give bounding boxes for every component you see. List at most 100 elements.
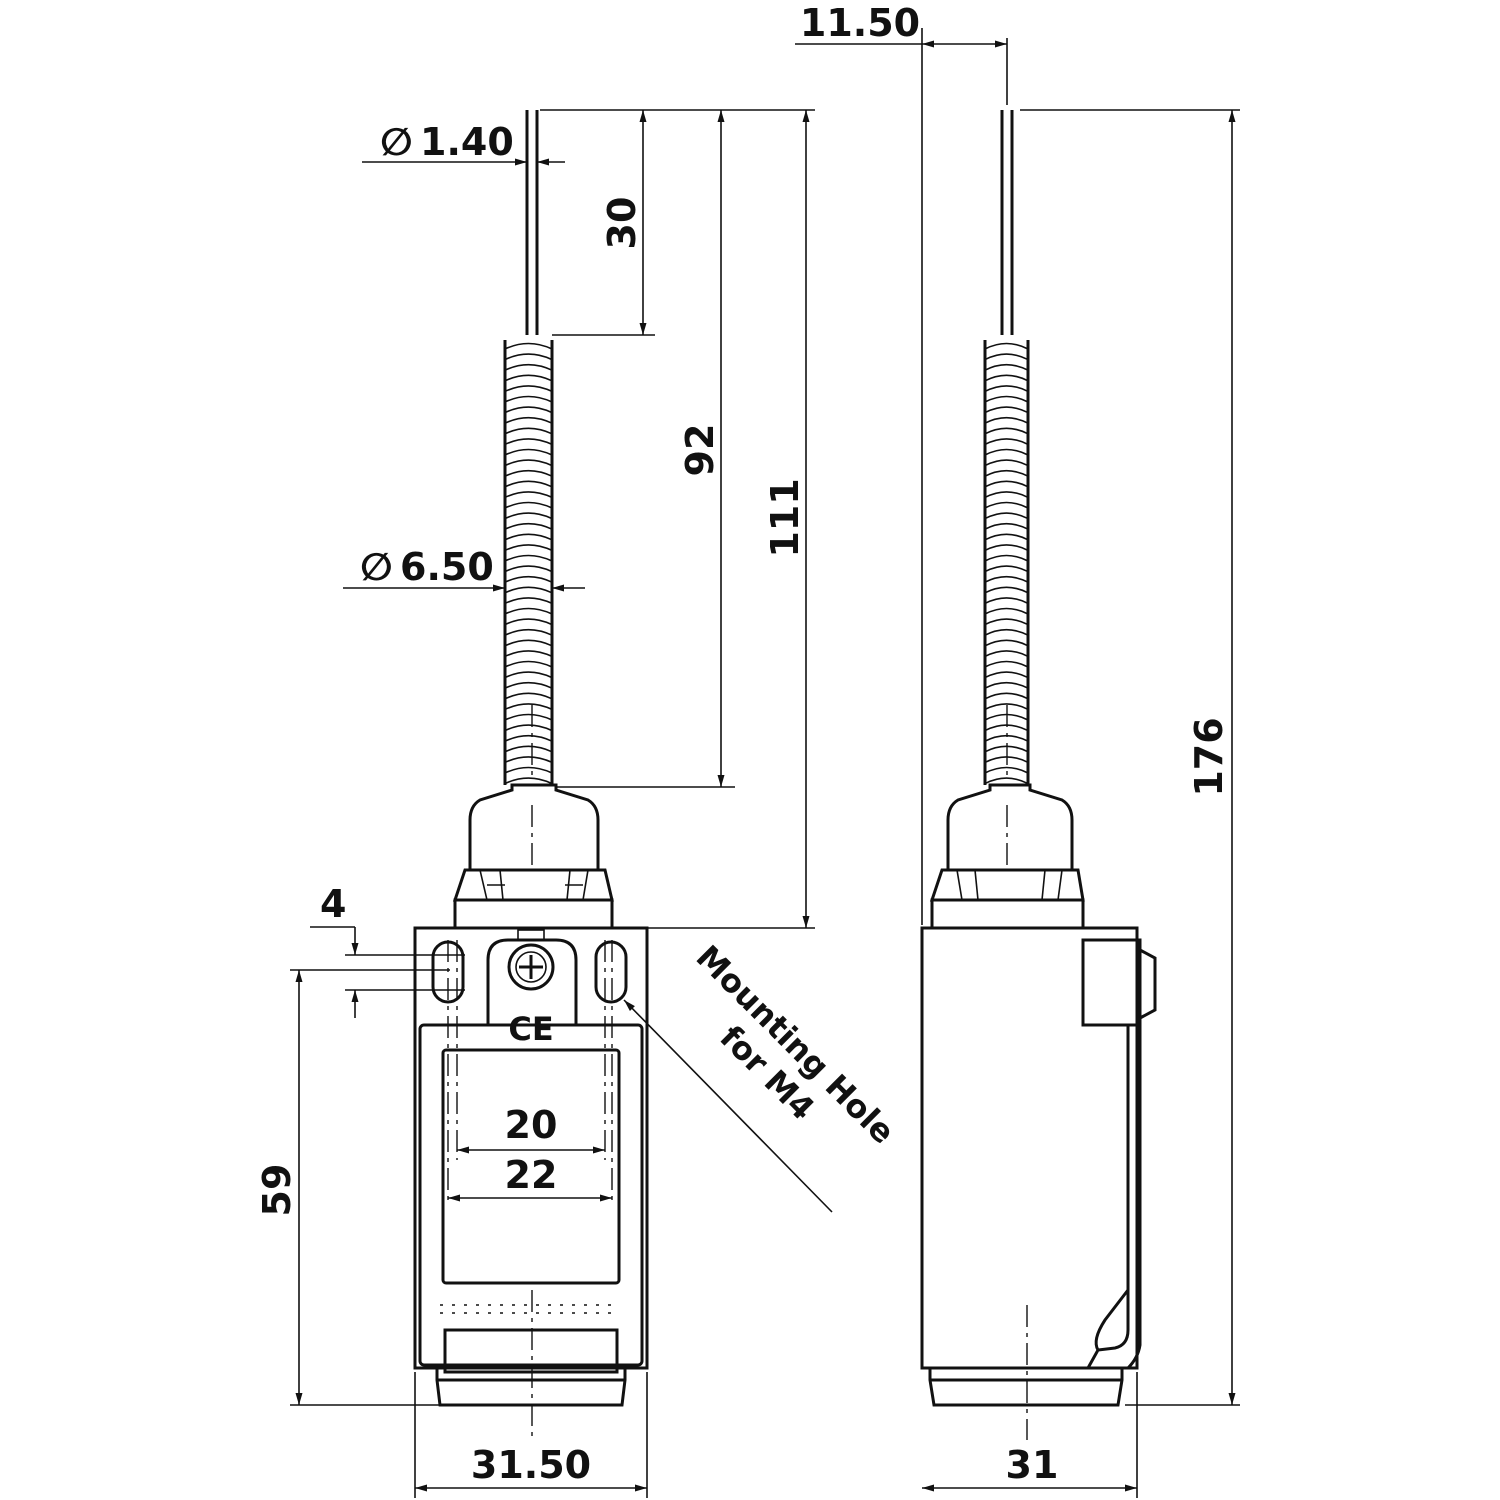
spring-coil	[504, 660, 553, 668]
spring-coil	[504, 363, 553, 371]
spring-coil	[504, 681, 553, 689]
side-rod	[1000, 110, 1014, 335]
dim-mounting-height: 59	[255, 1164, 299, 1217]
side-spring	[983, 340, 1030, 785]
spring-coil	[984, 342, 1029, 350]
spring-coil	[984, 533, 1029, 541]
spring-coil	[984, 459, 1029, 467]
spring-coil	[504, 533, 553, 541]
spring-coil	[984, 766, 1029, 774]
spring-coil	[504, 438, 553, 446]
spring-coil	[504, 618, 553, 626]
spring-coil	[984, 491, 1029, 499]
spring-coil	[504, 469, 553, 477]
spring-coil	[984, 385, 1029, 393]
spring-coil	[504, 353, 553, 361]
mounting-hole-right	[594, 940, 628, 1004]
spring-coil	[504, 745, 553, 753]
dimension-lines	[290, 28, 1240, 1498]
spring-coil	[504, 554, 553, 562]
dim-body-width-side: 31	[1006, 1443, 1059, 1487]
dim-rod-diameter: 1.40	[420, 120, 514, 164]
spring-coil	[984, 618, 1029, 626]
spring-coil	[984, 374, 1029, 382]
dim-body-width-front: 31.50	[471, 1443, 591, 1487]
spring-coil	[984, 501, 1029, 509]
spring-coil	[984, 469, 1029, 477]
spring-coil	[984, 703, 1029, 711]
spring-coil	[504, 544, 553, 552]
front-spring	[503, 340, 554, 785]
dim-rod-length: 30	[600, 197, 644, 250]
spring-coil	[984, 586, 1029, 594]
spring-coil	[984, 565, 1029, 573]
spring-coil	[984, 353, 1029, 361]
spring-coil	[504, 406, 553, 414]
spring-coil	[504, 416, 553, 424]
spring-coil	[984, 597, 1029, 605]
front-body: CE	[413, 926, 649, 1407]
dim-rod-to-body: 111	[763, 478, 807, 557]
spring-coil	[504, 491, 553, 499]
spring-coil	[504, 766, 553, 774]
ce-mark: CE	[508, 1010, 553, 1048]
spring-coil	[504, 692, 553, 700]
spring-coil	[504, 703, 553, 711]
spring-coil	[984, 575, 1029, 583]
spring-coil	[504, 395, 553, 403]
spring-coil	[984, 395, 1029, 403]
spring-coil	[504, 777, 553, 785]
spring-coil	[504, 734, 553, 742]
spring-coil	[984, 480, 1029, 488]
dim-side-offset: 11.50	[800, 1, 920, 45]
spring-coil	[984, 681, 1029, 689]
spring-coil	[504, 639, 553, 647]
spring-coil	[984, 438, 1029, 446]
dim-spring-to-head: 92	[678, 424, 722, 477]
spring-coil	[504, 448, 553, 456]
spring-coil	[984, 660, 1029, 668]
spring-coil	[504, 628, 553, 636]
front-centerlines	[447, 705, 613, 1440]
spring-coil	[504, 342, 553, 350]
front-view: CE	[413, 110, 649, 1440]
spring-coil	[504, 565, 553, 573]
spring-coil	[504, 480, 553, 488]
spring-coil	[504, 512, 553, 520]
spring-coil	[984, 607, 1029, 615]
spring-coil	[984, 639, 1029, 647]
spring-coil	[504, 671, 553, 679]
dim-diameter-symbol-spring: ∅	[360, 545, 393, 589]
spring-coil	[984, 363, 1029, 371]
spring-coil	[984, 406, 1029, 414]
spring-coil	[984, 427, 1029, 435]
spring-coil	[504, 597, 553, 605]
spring-coil	[984, 448, 1029, 456]
spring-coil	[504, 756, 553, 764]
spring-coil	[504, 586, 553, 594]
spring-coil	[984, 554, 1029, 562]
dim-slot-width: 4	[320, 882, 346, 926]
terminal-screw-icon	[507, 929, 555, 991]
spring-coil	[504, 724, 553, 732]
side-view	[920, 110, 1157, 1440]
spring-coil	[504, 522, 553, 530]
spring-coil	[984, 671, 1029, 679]
spring-coil	[984, 416, 1029, 424]
spring-coil	[504, 427, 553, 435]
spring-coil	[504, 385, 553, 393]
side-body	[920, 926, 1157, 1407]
spring-coil	[984, 544, 1029, 552]
spring-coil	[984, 692, 1029, 700]
spring-coil	[984, 522, 1029, 530]
spring-coil	[984, 650, 1029, 658]
dim-overall-height: 176	[1187, 717, 1231, 796]
dim-hole-spacing-outer: 22	[505, 1153, 558, 1197]
spring-coil	[504, 501, 553, 509]
side-centerlines	[1006, 705, 1028, 1440]
spring-coil	[504, 650, 553, 658]
spring-coil	[504, 607, 553, 615]
spring-coil	[984, 777, 1029, 785]
spring-coil	[984, 512, 1029, 520]
